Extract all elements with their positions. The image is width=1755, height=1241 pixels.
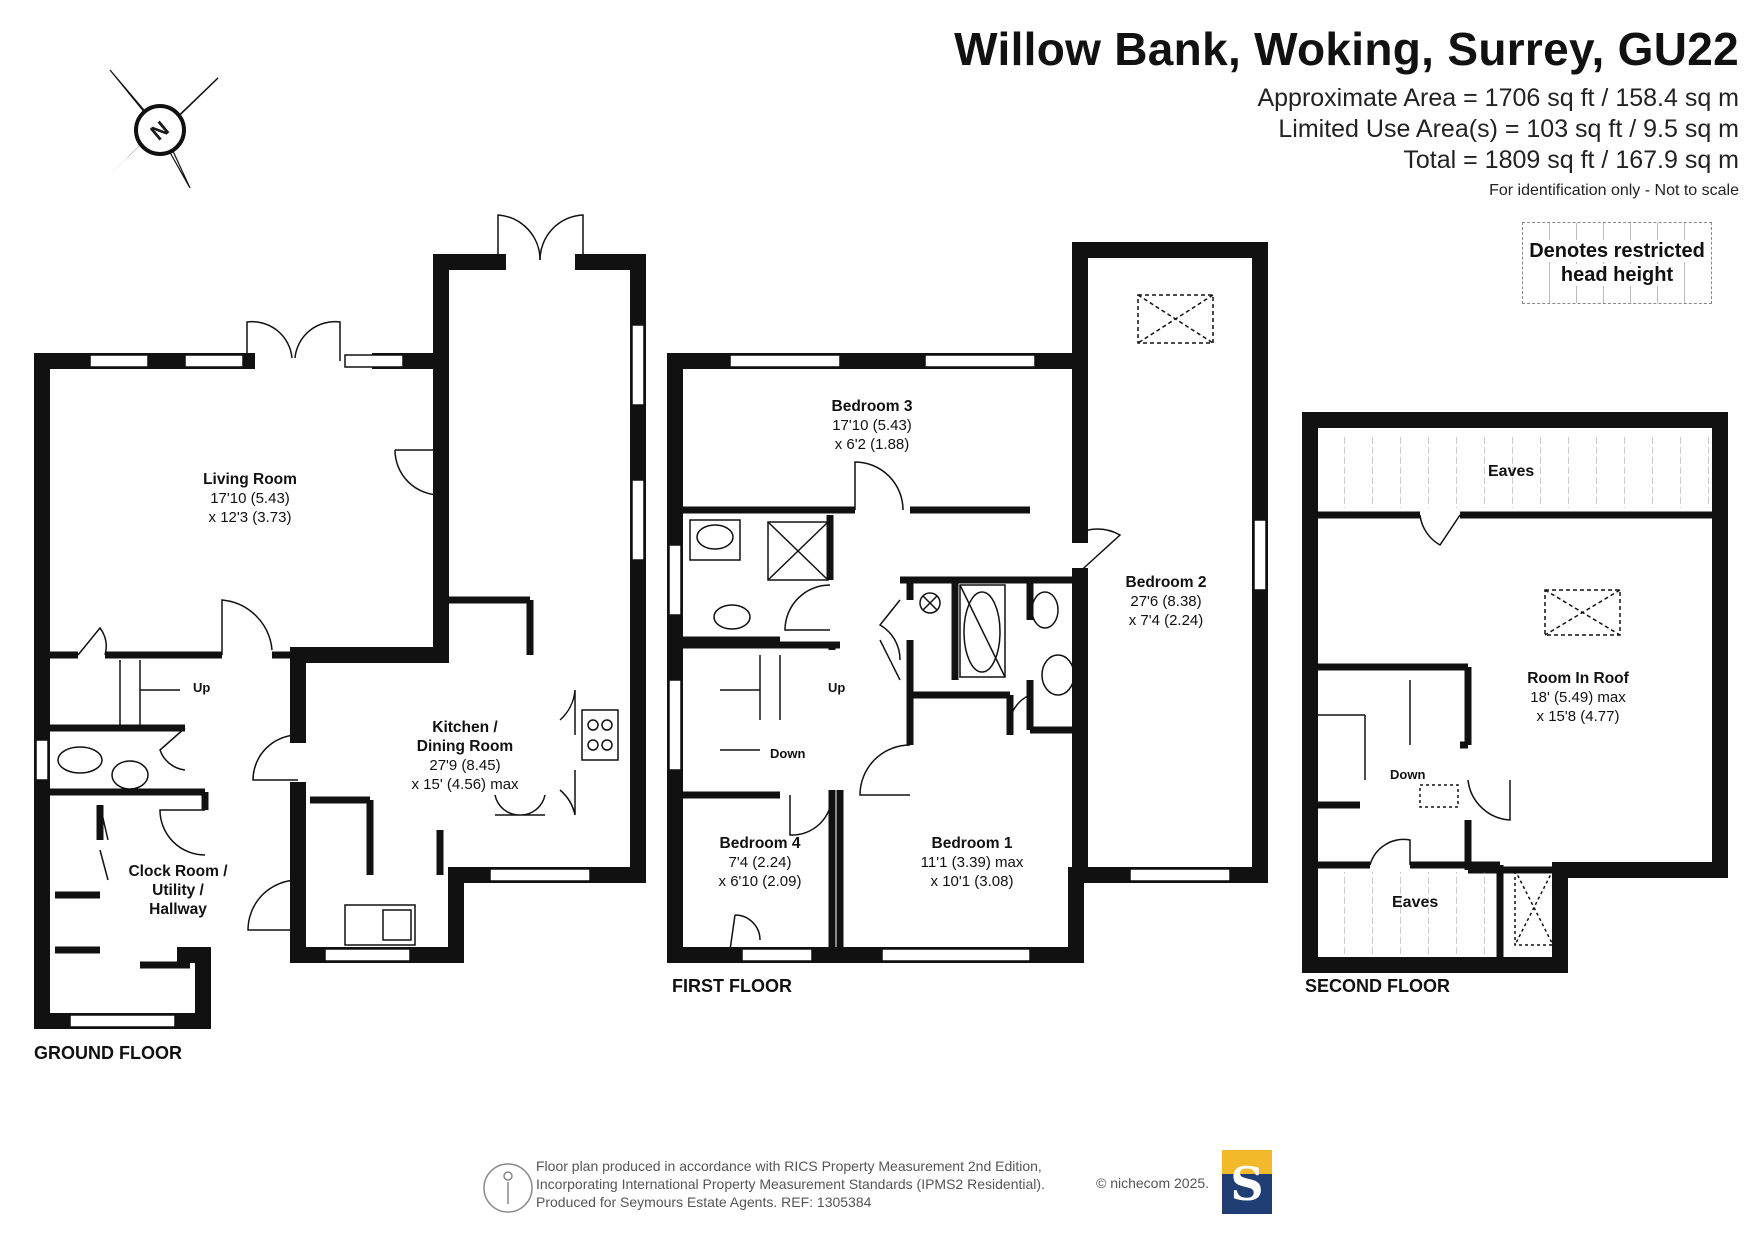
ground-floor-inner-walls [42, 596, 534, 969]
kitchen-dim2: x 15' (4.56) max [411, 776, 519, 793]
limited-use-area: Limited Use Area(s) = 103 sq ft / 9.5 sq… [1278, 115, 1739, 143]
kitchen-dim1: 27'9 (8.45) [429, 757, 501, 774]
bedroom3-dim2: x 6'2 (1.88) [834, 436, 910, 453]
bedroom3-label: Bedroom 3 17'10 (5.43) x 6'2 (1.88) [832, 397, 913, 454]
bedroom1-name: Bedroom 1 [931, 835, 1013, 852]
bedroom2-dim2: x 7'4 (2.24) [1128, 612, 1204, 629]
bedroom1-dim2: x 10'1 (3.08) [930, 873, 1014, 890]
ground-stairs-up: Up [193, 680, 211, 695]
cloak-name1: Clock Room / [128, 863, 228, 880]
living-room-name: Living Room [203, 471, 297, 488]
legend-line1: Denotes restricted [1529, 240, 1705, 262]
second-floor-label: SECOND FLOOR [1305, 976, 1451, 996]
bedroom3-dim1: 17'10 (5.43) [832, 417, 912, 434]
footer-line2: Incorporating International Property Mea… [536, 1176, 1045, 1192]
logo-letter: S [1230, 1157, 1264, 1211]
room-in-roof-dim1: 18' (5.49) max [1530, 689, 1626, 706]
living-room-label: Living Room 17'10 (5.43) x 12'3 (3.73) [203, 470, 297, 527]
room-in-roof-name: Room In Roof [1527, 670, 1629, 687]
legend-hatch [1523, 223, 1711, 303]
footer-line1: Floor plan produced in accordance with R… [536, 1158, 1042, 1174]
living-room-dim1: 17'10 (5.43) [210, 490, 290, 507]
total-area: Total = 1809 sq ft / 167.9 sq m [1403, 146, 1739, 174]
bedroom2-dim1: 27'6 (8.38) [1130, 593, 1202, 610]
first-floor-fixtures [689, 294, 1214, 751]
seymours-logo: S [1222, 1150, 1272, 1214]
ground-floor-label: GROUND FLOOR [34, 1043, 182, 1063]
eaves-top-hatch [1330, 435, 1715, 508]
living-room-dim2: x 12'3 (3.73) [208, 509, 292, 526]
kitchen-name1: Kitchen / [432, 719, 498, 736]
cloak-name3: Hallway [149, 901, 207, 918]
eaves-bottom-label: Eaves [1392, 894, 1439, 911]
first-floor-label: FIRST FLOOR [672, 976, 792, 996]
second-stairs-down: Down [1390, 767, 1426, 782]
footer-line3: Produced for Seymours Estate Agents. REF… [536, 1194, 872, 1210]
legend-line2: head height [1560, 264, 1674, 286]
logo-yellow-band [1222, 1150, 1272, 1174]
first-floor-windows [668, 354, 1267, 962]
bedroom3-name: Bedroom 3 [831, 398, 913, 415]
approx-area: Approximate Area = 1706 sq ft / 158.4 sq… [1257, 84, 1739, 112]
bedroom4-dim2: x 6'10 (2.09) [718, 873, 802, 890]
property-title: Willow Bank, Woking, Surrey, GU22 [954, 23, 1739, 75]
bedroom2-label: Bedroom 2 27'6 (8.38) x 7'4 (2.24) [1126, 573, 1207, 630]
cloak-room-label: Clock Room / Utility / Hallway [128, 862, 227, 919]
bedroom2-name: Bedroom 2 [1125, 574, 1207, 591]
person-icon [483, 1163, 533, 1213]
nichecom-credit: © nichecom 2025. [1096, 1175, 1210, 1191]
compass-icon [102, 69, 219, 189]
second-floor-details [1318, 514, 1621, 946]
first-stairs-up: Up [828, 680, 846, 695]
first-floor-inner-walls [683, 506, 1075, 955]
bedroom4-label: Bedroom 4 7'4 (2.24) x 6'10 (2.09) [719, 834, 802, 891]
ground-floor-windows [35, 324, 645, 1028]
footer-text: Floor plan produced in accordance with R… [536, 1157, 1045, 1211]
first-stairs-down: Down [770, 746, 806, 761]
cloak-name2: Utility / [152, 882, 204, 899]
bedroom4-dim1: 7'4 (2.24) [728, 854, 792, 871]
ground-floor-fixtures [57, 660, 619, 946]
eaves-top-label: Eaves [1488, 463, 1535, 480]
kitchen-label: Kitchen / Dining Room 27'9 (8.45) x 15' … [411, 718, 518, 794]
first-floor-doors [729, 461, 1122, 951]
bedroom1-dim1: 11'1 (3.39) max [920, 854, 1024, 871]
bedroom1-label: Bedroom 1 11'1 (3.39) max x 10'1 (3.08) [921, 834, 1024, 891]
scale-note: For identification only - Not to scale [1489, 182, 1739, 199]
bedroom4-name: Bedroom 4 [719, 835, 801, 852]
room-in-roof-dim2: x 15'8 (4.77) [1536, 708, 1620, 725]
room-in-roof-label: Room In Roof 18' (5.49) max x 15'8 (4.77… [1527, 669, 1629, 726]
eaves-bottom-hatch [1330, 872, 1495, 957]
restricted-height-legend: Denotes restricted head height [1522, 222, 1712, 304]
kitchen-name2: Dining Room [416, 738, 514, 755]
second-floor-inner-walls [1318, 511, 1712, 958]
ground-floor-doors [77, 214, 584, 931]
